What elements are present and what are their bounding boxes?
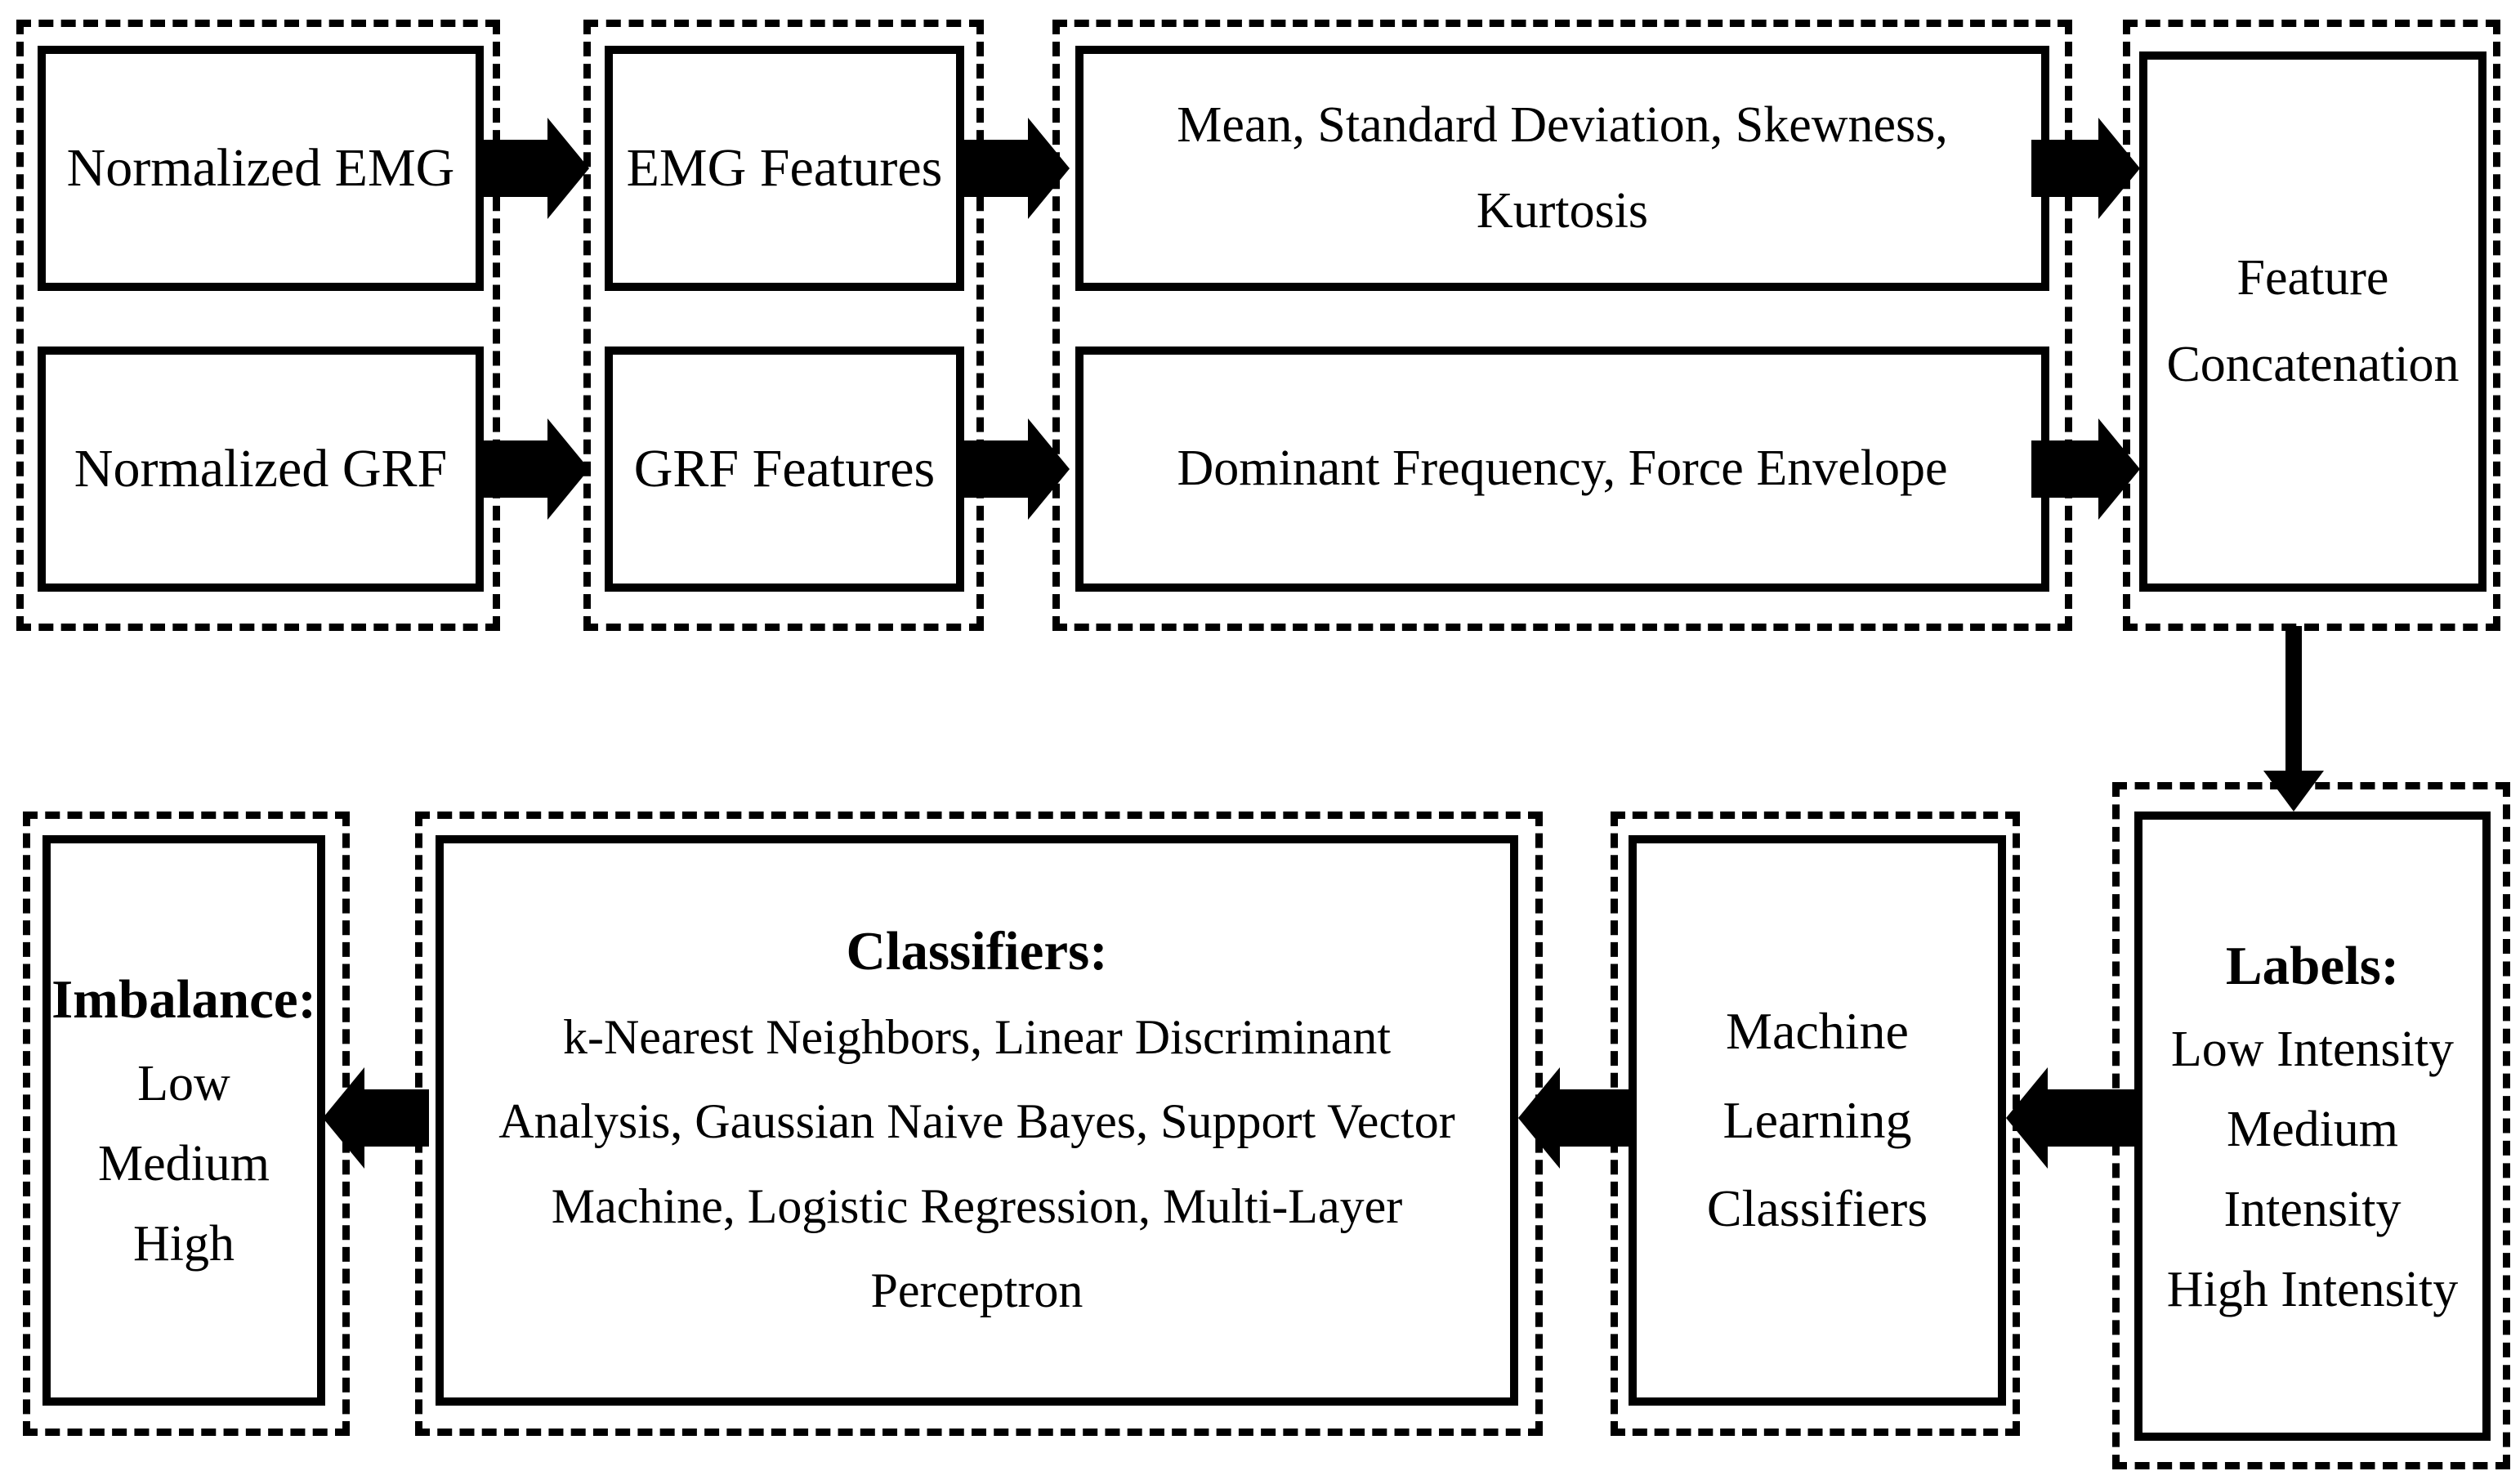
arrow-left-icon bbox=[323, 1067, 429, 1169]
arrow-left-icon bbox=[2006, 1067, 2134, 1169]
emg-features-box: EMG Features bbox=[605, 46, 964, 291]
connector-grf-list-to-concat bbox=[2031, 418, 2140, 520]
arrow-right-icon bbox=[961, 118, 1070, 219]
features-group bbox=[583, 20, 984, 631]
classifiers-box: Classifiers: k-Nearest Neighbors, Linear… bbox=[436, 835, 1518, 1406]
arrow-left-icon bbox=[1518, 1067, 1629, 1169]
labels-list: Low Intensity Medium Intensity High Inte… bbox=[2166, 1021, 2459, 1317]
classifiers-list: k-Nearest Neighbors, Linear Discriminant… bbox=[498, 1010, 1455, 1317]
imbalance-levels: Low Medium High bbox=[97, 1055, 270, 1272]
emg-feature-list-box: Mean, Standard Deviation, Skewness, Kurt… bbox=[1075, 46, 2049, 291]
imbalance-heading: Imbalance: bbox=[51, 969, 316, 1031]
connector-grf-features-to-list bbox=[961, 418, 1070, 520]
connector-labels-to-ml bbox=[2006, 1067, 2134, 1169]
arrow-right-icon bbox=[961, 418, 1070, 520]
normalized-signals-group bbox=[16, 20, 500, 631]
connector-concat-to-labels bbox=[2263, 626, 2324, 812]
arrow-right-icon bbox=[2031, 418, 2140, 520]
labels-box: Labels: Low Intensity Medium Intensity H… bbox=[2134, 812, 2491, 1441]
arrow-right-icon bbox=[480, 118, 589, 219]
connector-emg-list-to-concat bbox=[2031, 118, 2140, 219]
connector-ml-to-classifiers bbox=[1518, 1067, 1629, 1169]
arrow-right-icon bbox=[480, 418, 589, 520]
arrow-right-icon bbox=[2031, 118, 2140, 219]
feature-list-group bbox=[1052, 20, 2072, 631]
grf-feature-list-box: Dominant Frequency, Force Envelope bbox=[1075, 347, 2049, 592]
feature-concatenation-group bbox=[2123, 20, 2500, 631]
grf-features-box: GRF Features bbox=[605, 347, 964, 592]
connector-emg-to-features bbox=[480, 118, 589, 219]
classifiers-heading: Classifiers: bbox=[846, 921, 1108, 982]
normalized-emg-box: Normalized EMG bbox=[38, 46, 484, 291]
connector-grf-to-features bbox=[480, 418, 589, 520]
normalized-grf-box: Normalized GRF bbox=[38, 347, 484, 592]
arrow-down-icon bbox=[2263, 626, 2324, 812]
imbalance-box: Imbalance: Low Medium High bbox=[42, 835, 325, 1406]
connector-emg-features-to-list bbox=[961, 118, 1070, 219]
feature-concatenation-box: Feature Concatenation bbox=[2139, 51, 2486, 592]
labels-heading: Labels: bbox=[2225, 935, 2400, 996]
machine-learning-classifiers-box: Machine Learning Classifiers bbox=[1629, 835, 2006, 1406]
connector-classifiers-to-imbalance bbox=[323, 1067, 429, 1169]
